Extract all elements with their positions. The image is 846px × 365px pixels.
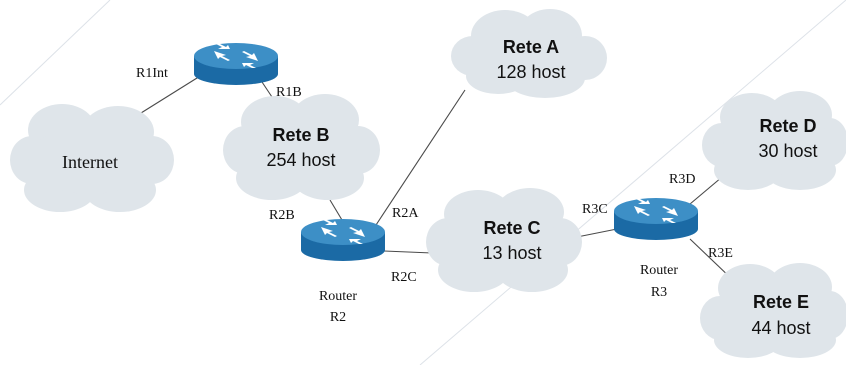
rete-b-hosts: 254 host: [266, 150, 335, 170]
background-diagonal-line: [419, 0, 846, 365]
router-r2-caption: Router: [319, 289, 357, 304]
rete-e-hosts: 44 host: [751, 318, 810, 338]
router-r3-id: R3: [651, 285, 667, 300]
interface-r3d-label: R3D: [669, 172, 695, 187]
link-r1-internet: [132, 72, 206, 119]
interface-r1int-label: R1Int: [136, 66, 168, 81]
rete-b-name: Rete B: [272, 125, 329, 145]
internet-label: Internet: [62, 152, 118, 172]
rete-c-name: Rete C: [483, 218, 540, 238]
interface-r2b-label: R2B: [269, 208, 295, 223]
rete-d-hosts: 30 host: [758, 141, 817, 161]
cloud-rete-e: Rete E 44 host: [700, 263, 846, 358]
router-r3-caption: Router: [640, 263, 678, 278]
interface-r1b-label: R1B: [276, 85, 302, 100]
cloud-rete-c: Rete C 13 host: [426, 188, 582, 292]
router-r3-icon: [614, 198, 698, 240]
cloud-rete-b: Rete B 254 host: [223, 94, 380, 200]
interface-r3e-label: R3E: [708, 246, 733, 261]
rete-e-name: Rete E: [753, 292, 809, 312]
router-r1-icon: [194, 43, 278, 85]
router-r2-id: R2: [330, 310, 346, 325]
interface-r2a-label: R2A: [392, 206, 419, 221]
rete-a-hosts: 128 host: [496, 62, 565, 82]
cloud-rete-d: Rete D 30 host: [702, 91, 846, 190]
rete-d-name: Rete D: [759, 116, 816, 136]
interface-r3c-label: R3C: [582, 202, 608, 217]
background-diagonal-line: [0, 0, 111, 106]
link-r2-rete-a: [375, 89, 466, 226]
rete-a-name: Rete A: [503, 37, 559, 57]
interface-r2c-label: R2C: [391, 270, 417, 285]
cloud-rete-a: Rete A 128 host: [451, 9, 607, 98]
cloud-internet: Internet: [10, 104, 174, 212]
router-r2-icon: [301, 219, 385, 261]
link-r2-rete-c: [383, 250, 433, 254]
rete-c-hosts: 13 host: [482, 243, 541, 263]
